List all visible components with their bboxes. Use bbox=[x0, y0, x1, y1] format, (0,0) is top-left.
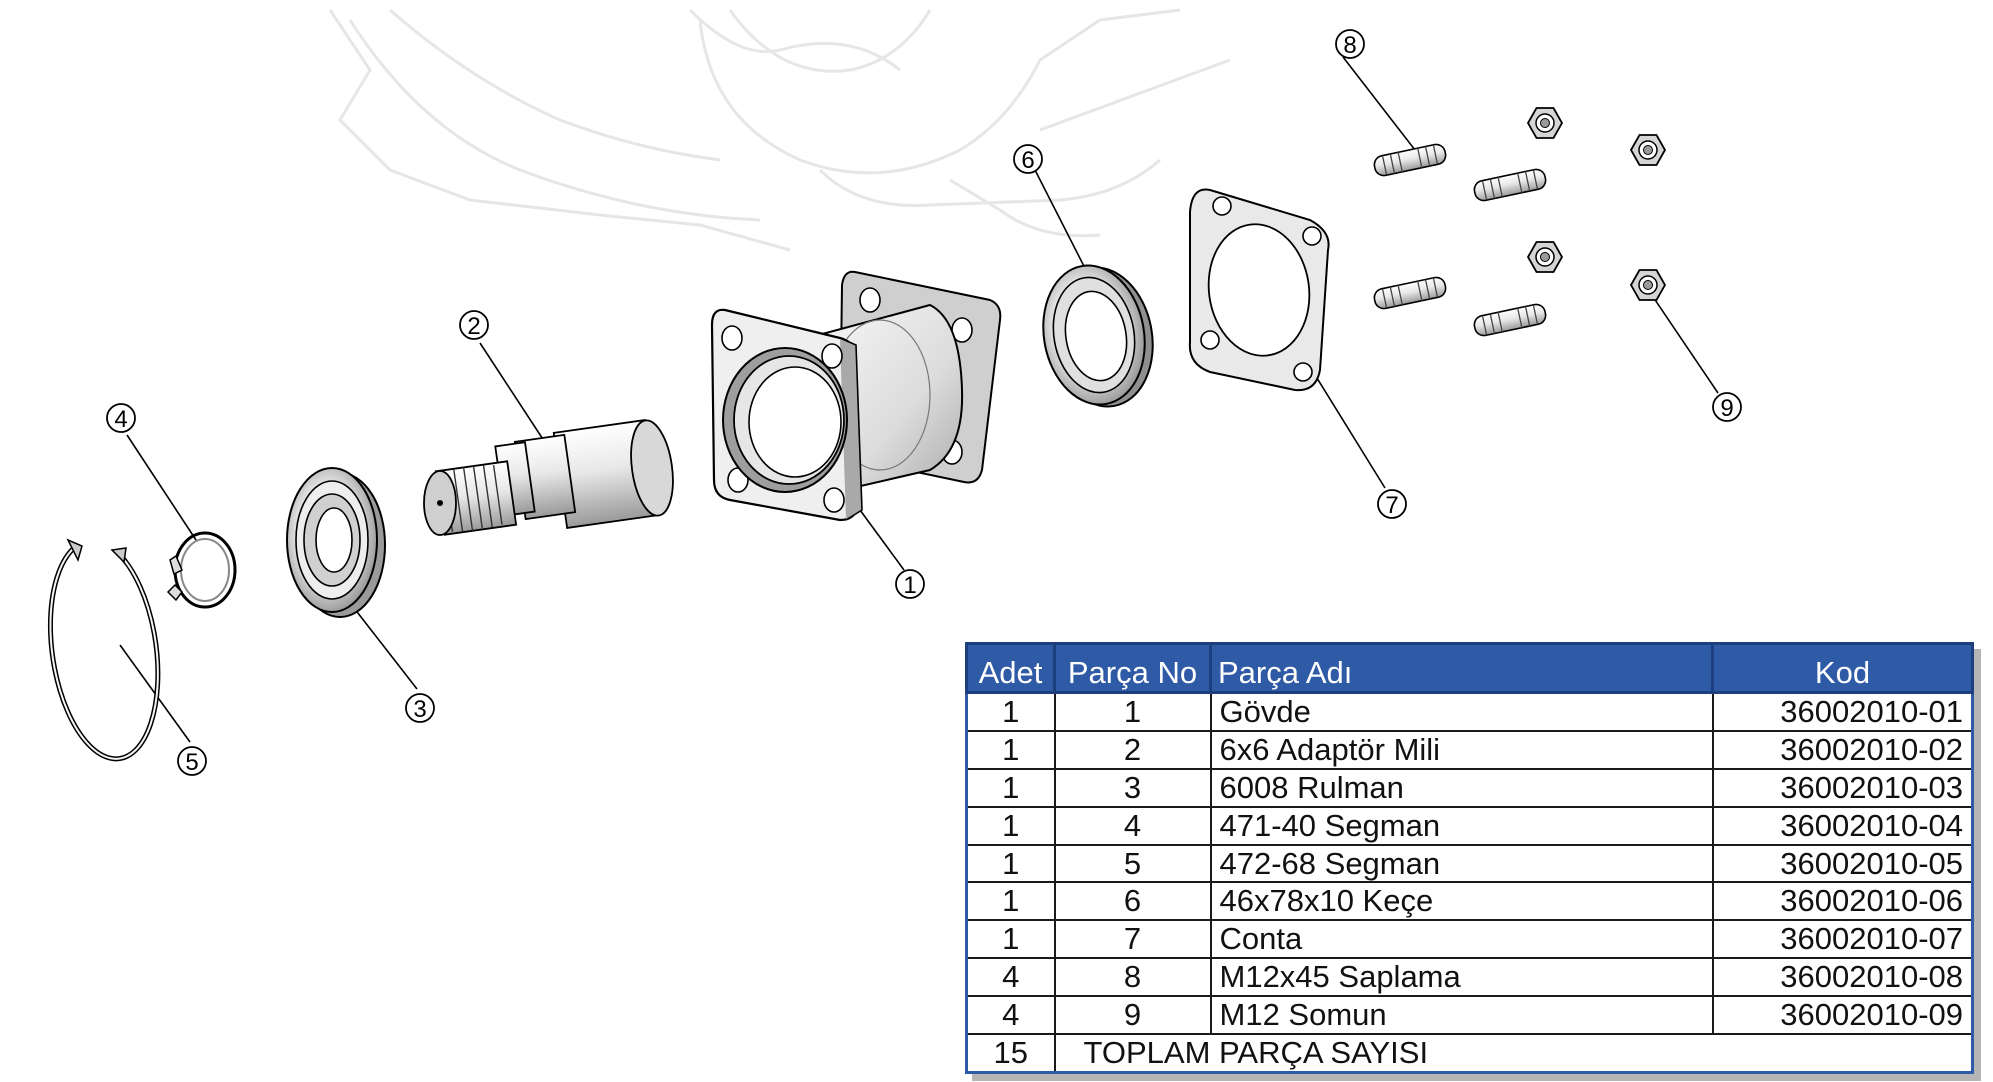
cell-kod: 36002010-06 bbox=[1711, 881, 1974, 922]
header-parca-adi: Parça Adı bbox=[1209, 642, 1714, 694]
table-row: 1 4 471-40 Segman 36002010-04 bbox=[965, 805, 1974, 846]
cell-parca-no: 5 bbox=[1053, 843, 1212, 884]
balloon-8: 8 bbox=[1335, 29, 1365, 59]
part-balloons: 1 2 3 4 5 6 7 8 9 bbox=[106, 29, 1742, 776]
cell-kod: 36002010-05 bbox=[1711, 843, 1974, 884]
balloon-9: 9 bbox=[1712, 392, 1742, 422]
table-row: 1 3 6008 Rulman 36002010-03 bbox=[965, 767, 1974, 808]
cell-kod: 36002010-07 bbox=[1711, 919, 1974, 960]
cell-kod: 36002010-09 bbox=[1711, 995, 1974, 1036]
cell-adet: 4 bbox=[965, 957, 1056, 998]
cell-kod: 36002010-02 bbox=[1711, 729, 1974, 770]
svg-text:5: 5 bbox=[185, 749, 198, 776]
table-row: 1 2 6x6 Adaptör Mili 36002010-02 bbox=[965, 729, 1974, 770]
table-row: 1 1 Gövde 36002010-01 bbox=[965, 691, 1974, 732]
header-adet: Adet bbox=[965, 642, 1056, 694]
balloon-1: 1 bbox=[895, 569, 925, 599]
circlip-472-68 bbox=[47, 538, 161, 762]
cell-parca-no: 7 bbox=[1053, 919, 1212, 960]
cell-parca-no: 6 bbox=[1053, 881, 1212, 922]
svg-text:4: 4 bbox=[114, 406, 127, 433]
svg-text:8: 8 bbox=[1343, 32, 1356, 59]
cell-parca-adi: 46x78x10 Keçe bbox=[1209, 881, 1714, 922]
parts-list-table: Adet Parça No Parça Adı Kod 1 1 Gövde 36… bbox=[965, 642, 1974, 1075]
svg-text:7: 7 bbox=[1385, 492, 1398, 519]
cell-parca-adi: 472-68 Segman bbox=[1209, 843, 1714, 884]
svg-text:9: 9 bbox=[1720, 395, 1733, 422]
background-housing-outline bbox=[328, 8, 1231, 252]
svg-text:1: 1 bbox=[903, 572, 916, 599]
table-row: 1 5 472-68 Segman 36002010-05 bbox=[965, 843, 1974, 884]
cell-parca-no: 3 bbox=[1053, 767, 1212, 808]
svg-text:2: 2 bbox=[467, 313, 480, 340]
cell-adet: 1 bbox=[965, 919, 1056, 960]
svg-text:6: 6 bbox=[1021, 147, 1034, 174]
bearing-6008 bbox=[286, 467, 386, 618]
balloon-3: 3 bbox=[405, 693, 435, 723]
cell-adet: 1 bbox=[965, 843, 1056, 884]
gasket bbox=[1188, 188, 1330, 392]
table-row: 1 7 Conta 36002010-07 bbox=[965, 919, 1974, 960]
cell-kod: 36002010-03 bbox=[1711, 767, 1974, 808]
balloon-5: 5 bbox=[177, 746, 207, 776]
cell-parca-adi: Gövde bbox=[1209, 691, 1714, 732]
table-row: 4 9 M12 Somun 36002010-09 bbox=[965, 995, 1974, 1036]
table-total-row: 15 TOPLAM PARÇA SAYISI bbox=[965, 1033, 1974, 1075]
cell-parca-adi: M12x45 Saplama bbox=[1209, 957, 1714, 998]
svg-text:3: 3 bbox=[413, 696, 426, 723]
cell-parca-no: 8 bbox=[1053, 957, 1212, 998]
balloon-2: 2 bbox=[459, 310, 489, 340]
studs-m12x45 bbox=[1371, 141, 1549, 339]
oil-seal bbox=[1042, 264, 1154, 408]
cell-parca-adi: 471-40 Segman bbox=[1209, 805, 1714, 846]
cell-kod: 36002010-01 bbox=[1711, 691, 1974, 732]
cell-parca-no: 4 bbox=[1053, 805, 1212, 846]
cell-parca-adi: 6008 Rulman bbox=[1209, 767, 1714, 808]
housing-body bbox=[710, 270, 1002, 522]
total-label: TOPLAM PARÇA SAYISI bbox=[1053, 1033, 1974, 1075]
balloon-7: 7 bbox=[1377, 489, 1407, 519]
cell-adet: 1 bbox=[965, 767, 1056, 808]
cell-parca-adi: M12 Somun bbox=[1209, 995, 1714, 1036]
cell-kod: 36002010-08 bbox=[1711, 957, 1974, 998]
table-row: 4 8 M12x45 Saplama 36002010-08 bbox=[965, 957, 1974, 998]
cell-adet: 4 bbox=[965, 995, 1056, 1036]
adapter-shaft bbox=[423, 419, 674, 536]
total-count: 15 bbox=[965, 1033, 1056, 1075]
cell-parca-no: 2 bbox=[1053, 729, 1212, 770]
header-parca-no: Parça No bbox=[1053, 642, 1212, 694]
balloon-6: 6 bbox=[1013, 144, 1043, 174]
cell-adet: 1 bbox=[965, 805, 1056, 846]
table-row: 1 6 46x78x10 Keçe 36002010-06 bbox=[965, 881, 1974, 922]
cell-adet: 1 bbox=[965, 691, 1056, 732]
table-header-row: Adet Parça No Parça Adı Kod bbox=[965, 642, 1974, 694]
nuts-m12 bbox=[1527, 107, 1666, 301]
cell-adet: 1 bbox=[965, 881, 1056, 922]
cell-adet: 1 bbox=[965, 729, 1056, 770]
cell-parca-adi: Conta bbox=[1209, 919, 1714, 960]
cell-parca-no: 1 bbox=[1053, 691, 1212, 732]
cell-kod: 36002010-04 bbox=[1711, 805, 1974, 846]
cell-parca-no: 9 bbox=[1053, 995, 1212, 1036]
cell-parca-adi: 6x6 Adaptör Mili bbox=[1209, 729, 1714, 770]
header-kod: Kod bbox=[1711, 642, 1974, 694]
balloon-4: 4 bbox=[106, 403, 136, 433]
circlip-471-40 bbox=[166, 531, 237, 609]
